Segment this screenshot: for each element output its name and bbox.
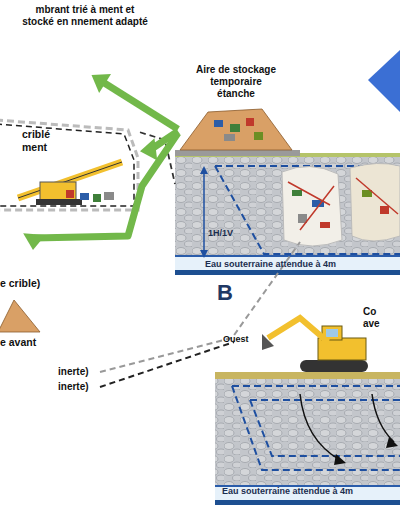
node-text: Co ave <box>363 306 391 330</box>
screening-box: criblé ment <box>0 118 140 213</box>
debris-piece <box>246 118 254 126</box>
arrow-head <box>23 233 45 250</box>
node-text: Aire de stockage temporaire étanche <box>190 64 282 100</box>
debris-piece <box>214 120 223 127</box>
material-label: inerte) <box>58 366 89 377</box>
debris-piece <box>254 132 263 140</box>
ground <box>215 378 400 486</box>
storage-area: Aire de stockage temporaire étanche <box>178 62 296 158</box>
water-line <box>175 255 400 257</box>
debris-piece <box>230 124 240 132</box>
surface-layer <box>215 372 400 379</box>
node-text: B <box>217 280 247 306</box>
debris-bar <box>356 178 398 214</box>
node-shape <box>0 118 140 213</box>
storage-pile <box>180 109 292 150</box>
debris-piece <box>104 192 114 200</box>
debris-piece <box>320 222 330 228</box>
waste-pocket <box>350 163 400 241</box>
flow-arrow <box>102 82 178 129</box>
cross-section-b <box>215 372 400 505</box>
dimension-label: 1H/1V <box>208 228 233 238</box>
flow-arrow <box>300 394 340 460</box>
water-band <box>175 270 400 275</box>
node-text: Eau souterraine attendue à 4m <box>222 486 400 497</box>
material-label: inerte) <box>58 381 89 392</box>
storage-base <box>175 150 300 156</box>
cross-section-panel: B Ouest Co aveEau souterraine attendue à 4… <box>213 280 400 506</box>
machine-body <box>40 182 76 200</box>
dashed-outline <box>0 120 138 210</box>
flow-arrow-head <box>334 454 346 465</box>
water-band <box>215 500 400 505</box>
flow-arrow-head <box>386 437 398 448</box>
node-text: mbrant trié à ment et stocké en nnement … <box>20 4 150 28</box>
material-pile <box>0 300 40 332</box>
dimension-head <box>200 250 208 258</box>
excavator-arm <box>268 318 328 342</box>
excavation-limit <box>232 386 400 470</box>
debris-piece <box>224 134 235 141</box>
flow-arrow <box>150 131 178 150</box>
debris-piece <box>292 190 302 196</box>
debris-piece <box>93 194 101 202</box>
debris-piece <box>66 190 74 198</box>
debris-bar <box>288 182 334 230</box>
dashed-outline <box>0 124 134 206</box>
material-pile: e avant <box>0 296 55 352</box>
cross-section-a <box>175 153 400 275</box>
debris-piece <box>380 206 389 214</box>
dimension-line <box>203 172 205 252</box>
cross-section-panel: Eau souterraine attendue à 4m <box>175 153 400 277</box>
arrow-head <box>140 138 157 160</box>
excavator-bucket <box>262 334 274 350</box>
node-text: criblé ment <box>22 128 72 153</box>
water-zone <box>215 487 400 500</box>
excavator-tracks <box>300 360 368 372</box>
screening-machine <box>18 162 122 205</box>
debris <box>288 178 398 230</box>
arrow-head <box>92 74 112 93</box>
excavator-window <box>326 329 338 337</box>
ground <box>175 156 400 256</box>
note-box: mbrant trié à ment et stocké en nnement … <box>20 0 150 75</box>
node-text: Ouest <box>223 334 273 345</box>
leader-line <box>100 342 234 387</box>
flow-arrow <box>34 133 178 238</box>
machine-tracks <box>36 199 82 205</box>
dimension-head <box>200 166 208 174</box>
node-text: Eau souterraine attendue à 4m <box>205 259 395 270</box>
node-text: e crible) <box>0 277 60 290</box>
flow-arrow <box>372 394 394 442</box>
dashed-link <box>140 132 175 184</box>
waste-pocket <box>282 166 342 246</box>
blue-marker <box>368 50 400 112</box>
excavator <box>262 318 368 372</box>
debris-piece <box>80 193 89 200</box>
node-text: e avant <box>0 336 55 349</box>
pile-label: e crible) <box>0 250 60 292</box>
